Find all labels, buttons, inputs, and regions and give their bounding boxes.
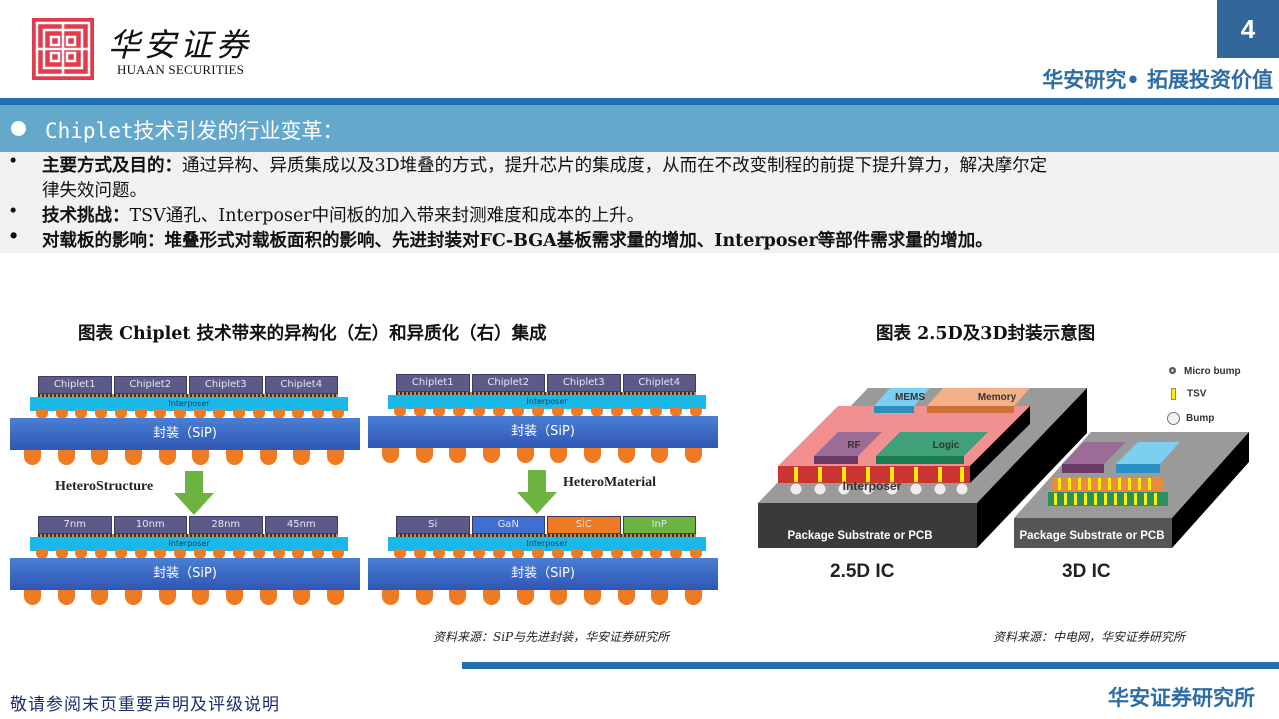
down-arrow-icon	[517, 470, 557, 514]
legend-micro-bump: Micro bump	[1169, 366, 1241, 377]
sip-diagram-bottom-left: 7nm 10nm 28nm 45nm Interposer 封装（SiP)	[10, 516, 360, 628]
micro-bumps	[396, 392, 696, 395]
package-layer: 封装（SiP)	[10, 558, 360, 590]
figure-left-title: 图表 Chiplet 技术带来的异构化（左）和异质化（右）集成	[78, 324, 547, 344]
micro-bumps	[396, 534, 696, 537]
tsv-icon	[1171, 388, 1176, 400]
figure-right-source: 资料来源：中电网，华安证券研究所	[993, 630, 1186, 644]
material-chip-si: Si	[396, 516, 470, 534]
micro-bumps	[38, 534, 338, 537]
footer-divider	[462, 662, 1279, 669]
figure-left-source: 资料来源：SiP与先进封装，华安证券研究所	[433, 630, 670, 644]
chiplet-block: Chiplet1	[396, 374, 470, 392]
figure-right-title: 图表 2.5D及3D封装示意图	[876, 324, 1096, 344]
heteromaterial-label: HeteroMaterial	[563, 475, 657, 490]
micro-bumps	[38, 394, 338, 397]
brand-name-cn: 华安证券	[108, 26, 253, 64]
node-chip: 7nm	[38, 516, 112, 534]
label-2-5d-ic: 2.5D IC	[830, 561, 895, 582]
heterostructure-label: HeteroStructure	[55, 479, 154, 494]
solder-balls	[394, 407, 702, 417]
chip-label-logic: Logic	[933, 440, 960, 451]
section-title-bar: Chiplet技术引发的行业变革：	[0, 105, 1279, 152]
legend-tsv: TSV	[1171, 388, 1206, 400]
material-chip-sic: SiC	[547, 516, 621, 534]
header-divider	[0, 98, 1279, 105]
chiplet-block: Chiplet3	[189, 376, 263, 394]
bullet-dot-icon	[11, 121, 26, 136]
chiplet-block: Chiplet1	[38, 376, 112, 394]
bga-balls	[382, 448, 702, 463]
package-layer: 封装（SiP)	[10, 418, 360, 450]
bullet-label: 主要方式及目的：	[42, 156, 182, 176]
material-chip-gan: GaN	[471, 516, 545, 534]
sip-diagram-bottom-right: Si GaN SiC InP Interposer 封装（SiP)	[368, 516, 718, 628]
brand-name-en: HUAAN SECURITIES	[117, 62, 245, 77]
bga-balls	[24, 450, 344, 465]
bga-balls	[24, 590, 344, 605]
solder-balls	[36, 549, 344, 559]
chiplet-block: Chiplet3	[547, 374, 621, 392]
bga-balls	[382, 590, 702, 605]
sip-diagram-top-left: Chiplet1 Chiplet2 Chiplet3 Chiplet4 Inte…	[10, 376, 360, 488]
solder-balls	[394, 549, 702, 559]
section-title: Chiplet技术引发的行业变革：	[45, 119, 344, 143]
ic-illustration: MEMS Memory RF Logic Interposer Package …	[758, 388, 1249, 548]
solder-balls	[36, 409, 344, 419]
chip-label-rf: RF	[847, 440, 860, 451]
chiplet-block: Chiplet2	[471, 374, 545, 392]
chip-label-mems: MEMS	[895, 392, 925, 403]
micro-bump-icon	[1169, 367, 1176, 374]
legend-bump: Bump	[1167, 412, 1214, 425]
bullet-list: • 主要方式及目的：通过异构、异质集成以及3D堆叠的方式，提升芯片的集成度，从而…	[0, 152, 1279, 253]
interposer-layer: Interposer	[388, 537, 706, 551]
interposer-label: Interposer	[843, 479, 902, 493]
down-arrow-icon	[174, 471, 214, 515]
interposer-layer: Interposer	[388, 395, 706, 409]
page-number: 4	[1217, 0, 1279, 58]
chip-label-memory: Memory	[978, 392, 1017, 403]
substrate-label-3d: Package Substrate or PCB	[1019, 530, 1164, 542]
chiplet-block: Chiplet4	[264, 376, 338, 394]
packaging-2-5d-3d-diagram: MEMS Memory RF Logic Interposer Package …	[752, 358, 1279, 598]
package-layer: 封装（SiP)	[368, 416, 718, 448]
bump-icon	[1167, 412, 1180, 425]
bullet-text: TSV通孔、Interposer中间板的加入带来封测难度和成本的上升。	[129, 206, 645, 226]
chiplet-block: Chiplet4	[622, 374, 696, 392]
header-tagline: 华安研究• 拓展投资价值	[1042, 68, 1273, 92]
node-chip: 28nm	[189, 516, 263, 534]
label-3d-ic: 3D IC	[1062, 561, 1111, 582]
bullet-label: 技术挑战：	[42, 206, 130, 226]
package-layer: 封装（SiP)	[368, 558, 718, 590]
huaan-logo-icon	[32, 18, 94, 80]
interposer-layer: Interposer	[30, 397, 348, 411]
bullet-text: 通过异构、异质集成以及3D堆叠的方式，提升芯片的集成度，从而在不改变制程的前提下…	[182, 156, 1048, 176]
bullet-text: 律失效问题。	[42, 181, 147, 201]
substrate-label-2-5d: Package Substrate or PCB	[787, 530, 932, 542]
bullet-label: 对载板的影响：	[42, 231, 165, 251]
material-chip-inp: InP	[622, 516, 696, 534]
node-chip: 45nm	[264, 516, 338, 534]
interposer-layer: Interposer	[30, 537, 348, 551]
sip-diagram-top-right: Chiplet1 Chiplet2 Chiplet3 Chiplet4 Inte…	[368, 374, 718, 486]
chiplet-block: Chiplet2	[113, 376, 187, 394]
footer-institute: 华安证券研究所	[1108, 686, 1255, 710]
bullet-text: 堆叠形式对载板面积的影响、先进封装对FC-BGA基板需求量的增加、Interpo…	[164, 231, 993, 251]
footer-disclaimer: 敬请参阅末页重要声明及评级说明	[10, 695, 280, 715]
node-chip: 10nm	[113, 516, 187, 534]
